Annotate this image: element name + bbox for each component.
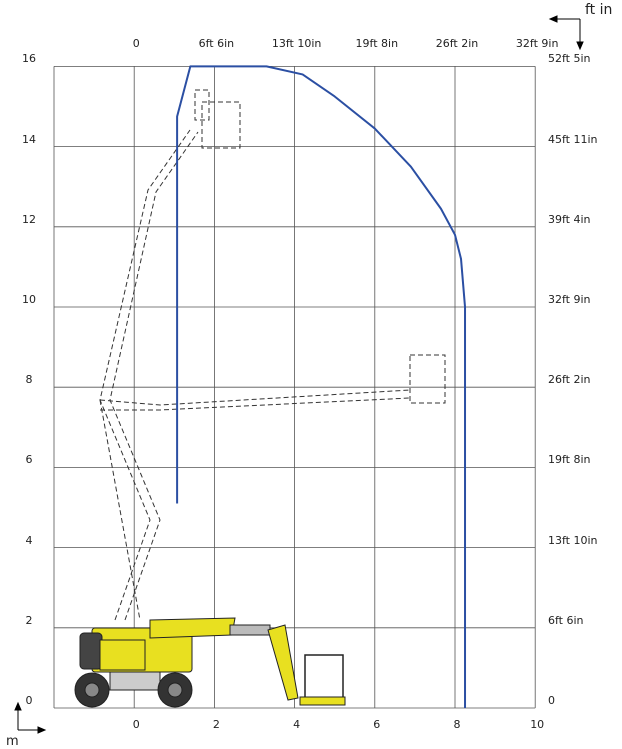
y-tick-label-m: 4	[25, 533, 33, 547]
x-tick-label-m: 0	[132, 718, 140, 731]
x-tick-label-ft: 13ft 10in	[271, 37, 322, 50]
y-tick-label-ft: 39ft 4in	[548, 212, 591, 226]
imperial-unit-label: ft in	[585, 2, 613, 18]
y-tick-label-ft: 19ft 8in	[548, 453, 591, 467]
y-tick-label-m: 8	[25, 373, 33, 387]
y-tick-label-m: 6	[25, 453, 33, 467]
y-tick-label-m: 10	[22, 293, 36, 306]
y-tick-label-m: 16	[22, 52, 36, 66]
x-tick-label-m: 6	[373, 718, 381, 731]
y-tick-label-ft: 32ft 9in	[548, 293, 591, 306]
y-tick-label-ft: 13ft 10in	[548, 533, 598, 547]
x-tick-label-m: 2	[212, 718, 220, 731]
x-tick-label-ft: 32ft 9in	[515, 37, 559, 50]
y-tick-label-ft: 0	[548, 694, 555, 707]
working-envelope-line	[176, 65, 467, 708]
machine-boom-max-reach	[99, 354, 446, 621]
x-tick-label-ft: 6ft 6in	[198, 37, 235, 50]
imperial-axis-arrows-icon	[548, 15, 584, 51]
y-tick-label-ft: 45ft 11in	[548, 132, 598, 146]
y-tick-label-ft: 52ft 5in	[548, 52, 591, 66]
x-tick-label-m: 10	[530, 718, 545, 731]
y-tick-label-ft: 6ft 6in	[548, 613, 584, 627]
y-tick-label-m: 2	[25, 613, 33, 627]
machine-boom-max-height	[99, 89, 241, 621]
x-tick-label-ft: 26ft 2in	[435, 37, 479, 50]
metric-unit-label: m	[6, 734, 19, 749]
y-tick-label-m: 0	[25, 694, 33, 707]
x-tick-label-m: 8	[453, 718, 461, 731]
x-tick-label-m: 4	[293, 718, 301, 731]
machine-stowed	[74, 617, 346, 708]
y-tick-label-m: 12	[22, 212, 36, 226]
y-tick-label-ft: 26ft 2in	[548, 373, 591, 387]
x-tick-label-ft: 0	[132, 37, 140, 50]
metric-axis-arrows-icon	[14, 701, 47, 734]
x-tick-label-ft: 19ft 8in	[355, 37, 399, 50]
y-tick-label-m: 14	[22, 132, 36, 146]
